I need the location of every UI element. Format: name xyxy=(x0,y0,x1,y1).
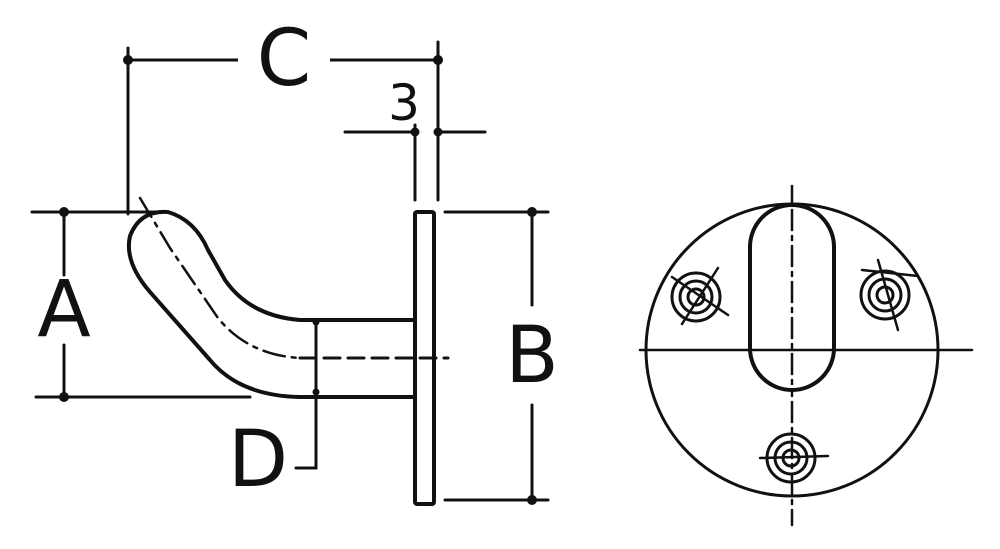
dimension-a xyxy=(30,207,252,402)
label-a: A xyxy=(37,265,90,355)
dimension-b xyxy=(443,207,550,505)
screw-hole-left xyxy=(670,266,730,326)
dimension-thickness xyxy=(343,123,487,202)
label-b: B xyxy=(505,311,559,401)
arm-centerline xyxy=(138,196,302,360)
dimension-labels: C 3 A B D xyxy=(37,14,558,505)
d-tick-top xyxy=(312,318,320,326)
label-c: C xyxy=(257,14,311,104)
front-view xyxy=(638,184,974,527)
label-d: D xyxy=(228,415,288,505)
dimension-c xyxy=(123,40,443,216)
side-view xyxy=(30,40,550,506)
screw-hole-right xyxy=(859,258,920,332)
screw-hole-bottom xyxy=(758,432,830,484)
d-tick-bottom xyxy=(312,388,320,396)
hook-arm xyxy=(126,209,417,399)
label-thickness: 3 xyxy=(388,74,420,132)
